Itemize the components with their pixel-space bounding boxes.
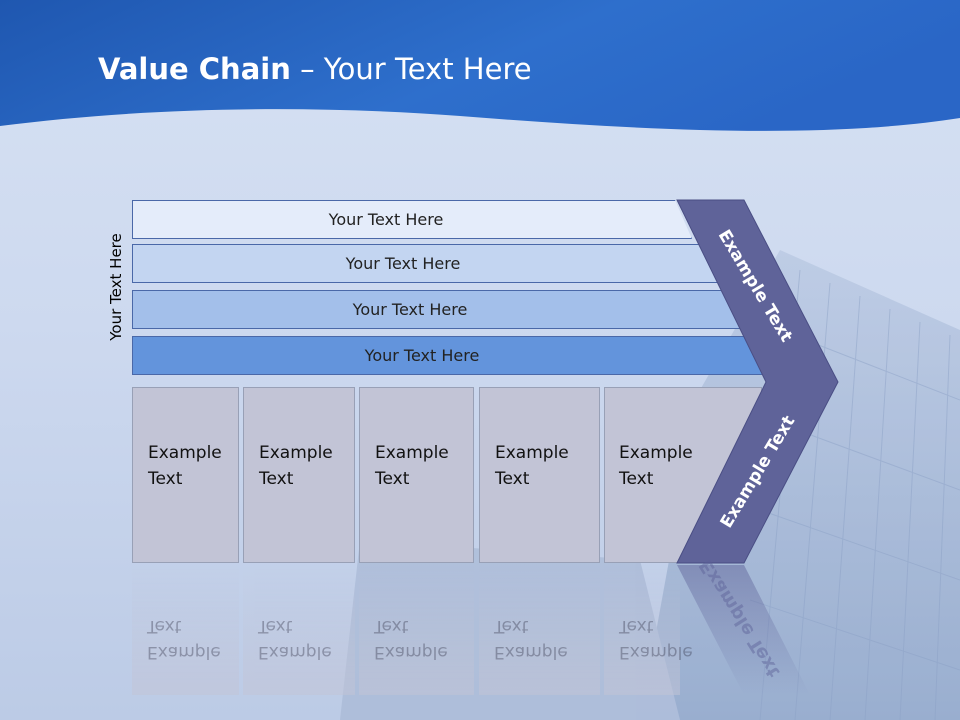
activity-box-line1: Example (375, 443, 449, 463)
activity-box-line2: Text (495, 469, 530, 489)
activity-box-line2: Text (375, 469, 410, 489)
value-chain-bar-1: Your Text Here (132, 200, 692, 239)
activity-box-line1: Example (495, 443, 569, 463)
value-chain-bar-4: Your Text Here (132, 336, 764, 375)
value-chain-bar-2: Your Text Here (132, 244, 726, 283)
side-label: Your Text Here (107, 233, 125, 341)
title-bold: Value Chain (98, 52, 291, 86)
activity-box-line1: Example (148, 443, 222, 463)
activity-box-1: Example Text (132, 387, 239, 563)
header-band (0, 0, 960, 131)
activity-box-line1: Example (619, 443, 693, 463)
activity-box-4: Example Text (479, 387, 600, 563)
activity-box-line2: Text (619, 469, 654, 489)
title-rest: – Your Text Here (290, 52, 532, 86)
activity-box-line2: Text (259, 469, 294, 489)
activity-box-2: Example Text (243, 387, 355, 563)
activity-box-line1: Example (259, 443, 333, 463)
activity-box-3: Example Text (359, 387, 474, 563)
activity-box-line2: Text (148, 469, 183, 489)
page-title: Value Chain – Your Text Here (98, 52, 532, 86)
value-chain-bar-3: Your Text Here (132, 290, 740, 329)
